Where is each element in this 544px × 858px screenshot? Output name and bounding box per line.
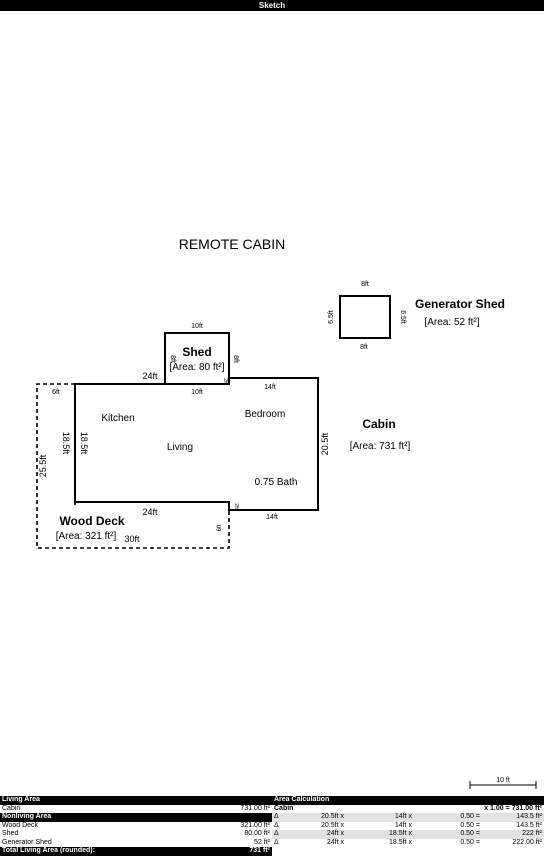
dim-gen-top: 8ft	[361, 281, 369, 288]
table-row: Δ 24ft x 18.5ft x 0.50 = 222 ft²	[272, 830, 544, 839]
dim-shed-top: 10ft	[191, 323, 203, 330]
table-row: Δ 20.5ft x 14ft x 0.50 = 143.5 ft²	[272, 813, 544, 822]
scale-bar: 10 ft	[469, 777, 537, 789]
generator-shed-outline	[339, 295, 391, 339]
cabin-name: Cabin	[362, 417, 395, 431]
total-living-area-row: Total Living Area (rounded): 731 ft²	[0, 847, 272, 856]
area-calculation-header: Area Calculation	[272, 796, 544, 805]
dim-cabin-top-right: 14ft	[264, 384, 276, 391]
table-row: Δ 20.5ft x 14ft x 0.50 = 143.5 ft²	[274, 821, 542, 829]
dim-shed-left: 8ft	[169, 355, 176, 363]
room-living: Living	[167, 442, 193, 453]
dim-cabin-step-top: 2ft	[222, 378, 228, 384]
area-calculation-section: Cabin x 1.00 = 731.00 ft²	[274, 804, 542, 812]
room-bath: 0.75 Bath	[255, 477, 298, 488]
dim-cabin-bottom-right: 14ft	[266, 514, 278, 521]
dim-cabin-step-bottom: 2ft	[233, 503, 239, 509]
table-row: Shed 80.00 ft²	[2, 830, 270, 837]
dim-gen-right: 6.5ft	[399, 310, 406, 324]
table-row: Wood Deck 321.00 ft²	[2, 821, 270, 829]
generator-shed-name: Generator Shed	[415, 297, 505, 311]
wood-deck-outline	[36, 383, 230, 549]
table-row: Generator Shed 52 ft²	[2, 838, 270, 846]
dim-cabin-right: 20.5ft	[320, 432, 330, 455]
shed-area: [Area: 80 ft²]	[169, 362, 224, 373]
cabin-outline	[74, 377, 319, 511]
table-row: Δ 24ft x 18.5ft x 0.50 = 222.00 ft²	[274, 838, 542, 846]
scale-bar-label: 10 ft	[496, 777, 510, 784]
dim-deck-bottom: 30ft	[124, 534, 140, 544]
dim-cabin-bottom-left: 24ft	[142, 507, 158, 517]
shed-name: Shed	[182, 345, 211, 359]
wood-deck-area: [Area: 321 ft²]	[56, 531, 117, 542]
dim-shed-right: 8ft	[232, 355, 239, 363]
dim-cabin-top-left: 24ft	[142, 371, 158, 381]
floor-plan-sketch: REMOTE CABIN Shed [Area: 80 ft²] Generat…	[36, 236, 537, 789]
shed-outline	[164, 332, 230, 385]
wood-deck-name: Wood Deck	[59, 514, 124, 528]
dim-cabin-left-inner: 18.5ft	[79, 432, 89, 455]
dim-shed-bottom: 10ft	[191, 389, 203, 396]
table-row: Cabin 731.00 ft²	[2, 804, 270, 812]
generator-shed-area: [Area: 52 ft²]	[424, 317, 479, 328]
area-calculation-table: Area Calculation Cabin x 1.00 = 731.00 f…	[272, 796, 544, 847]
dim-deck-top: 6ft	[52, 389, 60, 396]
dim-cabin-left: 18.5ft	[61, 432, 71, 455]
room-bedroom: Bedroom	[245, 409, 286, 420]
room-kitchen: Kitchen	[101, 413, 134, 424]
dim-gen-left: 6.5ft	[328, 310, 335, 324]
sketch-title: REMOTE CABIN	[179, 236, 286, 252]
dim-gen-bottom: 8ft	[360, 344, 368, 351]
nonliving-area-header: Nonliving Area	[0, 813, 272, 822]
living-area-header: Living Area	[0, 796, 272, 805]
dim-deck-left: 25.5ft	[38, 454, 48, 477]
cabin-area: [Area: 731 ft²]	[350, 441, 411, 452]
window-title: Sketch	[258, 1, 286, 10]
window-title-bar: Sketch	[0, 0, 544, 11]
living-area-table: Living Area Cabin 731.00 ft² Nonliving A…	[0, 796, 272, 856]
dim-deck-right: 6ft	[217, 524, 223, 531]
